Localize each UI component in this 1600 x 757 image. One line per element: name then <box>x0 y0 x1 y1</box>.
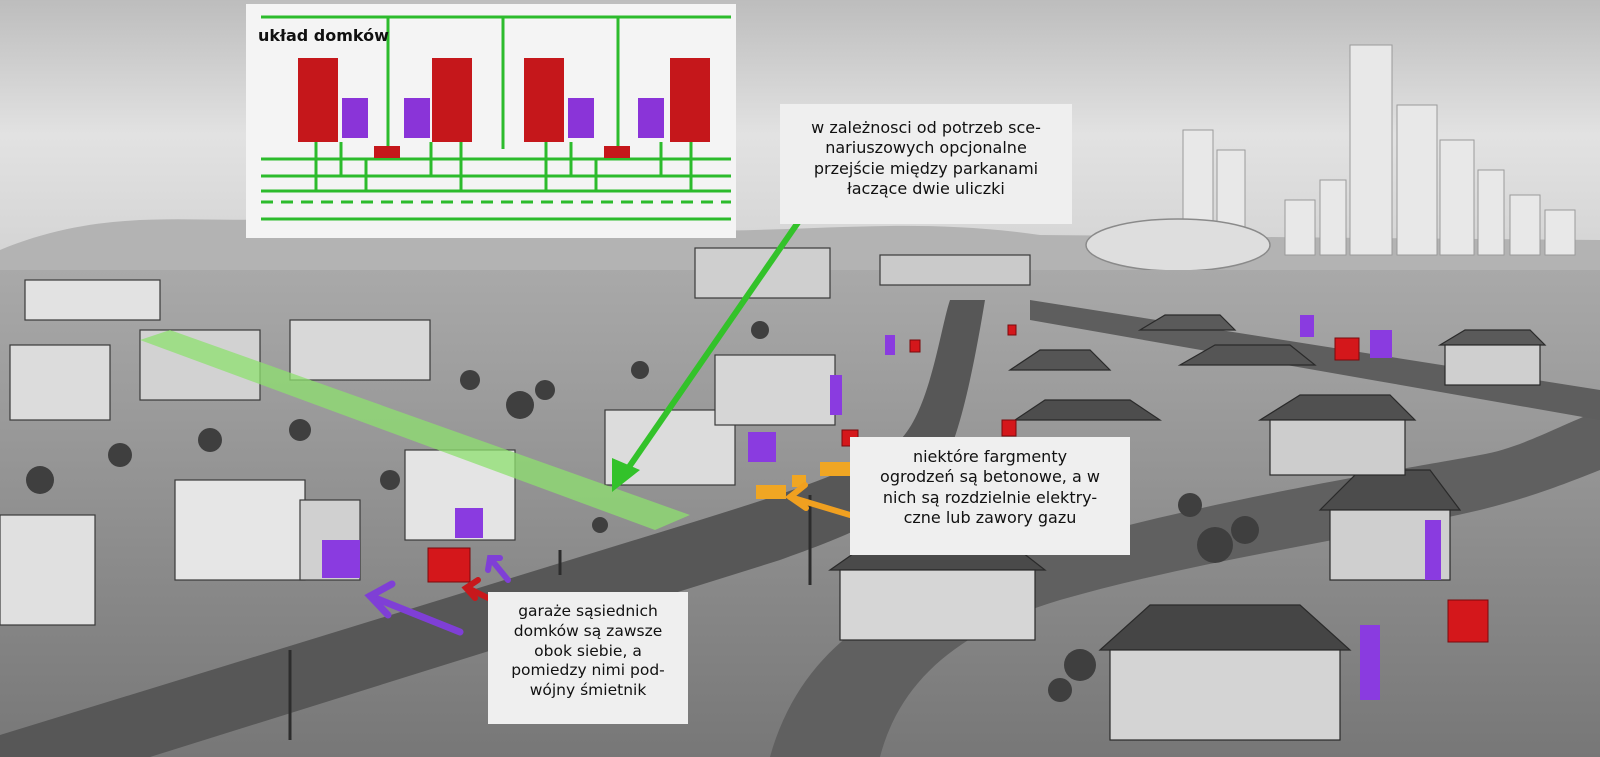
layout-diagram-drawing <box>261 15 731 221</box>
fences-note: niektóre fargmenty ogrodzeń są betonowe,… <box>850 437 1130 555</box>
layout-houses <box>298 58 710 158</box>
passage-note-line: łaczące dwie uliczki <box>847 179 1005 199</box>
garages-note-line: wójny śmietnik <box>529 681 647 700</box>
garages-note-line: garaże sąsiednich <box>518 602 658 620</box>
garages-note-line: obok siebie, a <box>534 641 642 660</box>
garages-note: garaże sąsiednich domków są zawsze obok … <box>488 592 688 724</box>
layout-paths <box>261 15 731 221</box>
main-road <box>0 300 985 757</box>
layout-diagram-title: układ domków <box>258 26 389 45</box>
passage-note-line: nariuszowych opcjonalne <box>825 138 1027 158</box>
fences-note-line: ogrodzeń są betonowe, a w <box>880 467 1100 487</box>
garage-arrow-small <box>485 555 511 583</box>
bin-arrow <box>461 577 491 601</box>
street-lamps <box>288 495 812 740</box>
fences-note-line: czne lub zawory gazu <box>903 508 1077 528</box>
passage-arrow <box>612 206 811 492</box>
layout-garages <box>342 98 664 138</box>
right-houses <box>828 314 1547 741</box>
bin-markers <box>427 324 1489 643</box>
trees <box>26 321 1259 702</box>
fences-note-line: nich są rozdzielnie elektry- <box>882 487 1098 507</box>
fences-note-line: niektóre fargmenty <box>912 447 1068 466</box>
garage-markers <box>322 315 1441 700</box>
layout-diagram: układ domków <box>246 4 736 238</box>
passage-note: w zależnosci od potrzeb sce- nariuszowyc… <box>780 104 1072 224</box>
fence-arrow <box>784 482 853 518</box>
garages-note-line: domków są zawsze <box>513 621 663 640</box>
garage-arrow <box>364 580 464 636</box>
passage-note-line: przejście między parkanami <box>813 158 1039 178</box>
stadium <box>1085 218 1271 272</box>
garages-note-line: pomiedzy nimi pod- <box>511 661 665 680</box>
passage-note-line: w zależnosci od potrzeb sce- <box>811 118 1041 137</box>
passage-highlight <box>140 330 690 530</box>
